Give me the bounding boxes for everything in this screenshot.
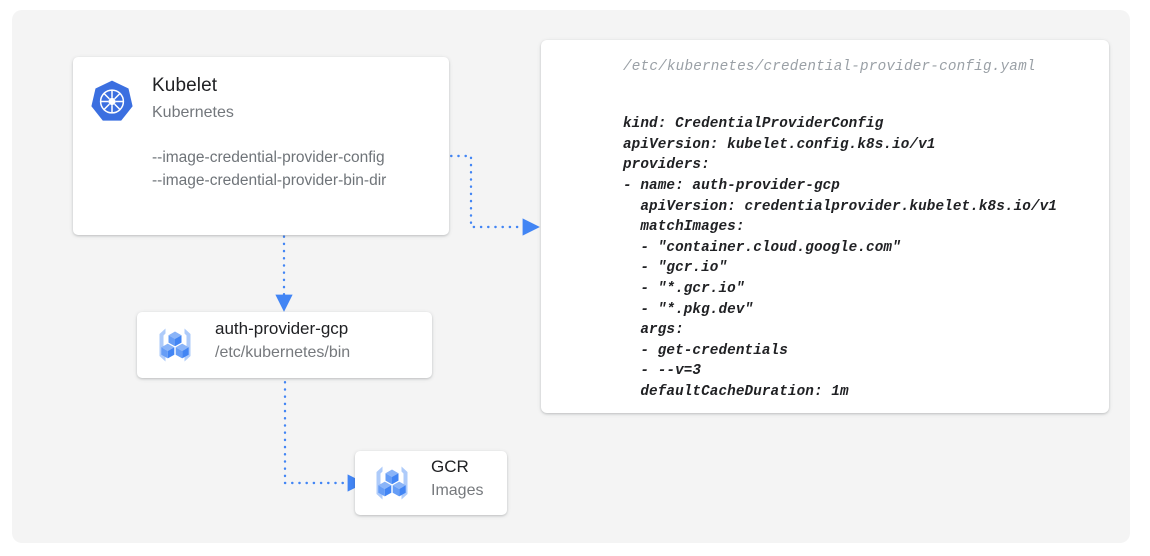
- kubelet-card-flag-bin-dir: --image-credential-provider-bin-dir: [152, 172, 387, 189]
- gcr-container-registry-icon: [367, 458, 417, 508]
- auth-provider-gcp-card-title: auth-provider-gcp: [215, 319, 349, 338]
- gcr-card-subtitle: Images: [431, 482, 484, 499]
- auth-provider-gcp-card-subtitle: /etc/kubernetes/bin: [215, 344, 351, 361]
- kubelet-card[interactable]: Kubelet Kubernetes --image-credential-pr…: [73, 57, 449, 235]
- gcr-card[interactable]: GCR Images: [355, 451, 507, 515]
- config-file-content: kind: CredentialProviderConfig apiVersio…: [623, 116, 1057, 401]
- auth-provider-gcp-card[interactable]: auth-provider-gcp /etc/kubernetes/bin: [137, 312, 432, 378]
- gcr-container-registry-icon: [150, 320, 200, 370]
- kubelet-card-flag-config: --image-credential-provider-config: [152, 149, 385, 166]
- credential-provider-config-card[interactable]: /etc/kubernetes/credential-provider-conf…: [541, 40, 1109, 413]
- kubernetes-logo-icon: [88, 78, 136, 126]
- kubelet-card-title: Kubelet: [152, 75, 218, 96]
- kubelet-card-subtitle: Kubernetes: [152, 104, 234, 121]
- gcr-card-title: GCR: [431, 457, 469, 476]
- config-file-path: /etc/kubernetes/credential-provider-conf…: [623, 59, 1036, 75]
